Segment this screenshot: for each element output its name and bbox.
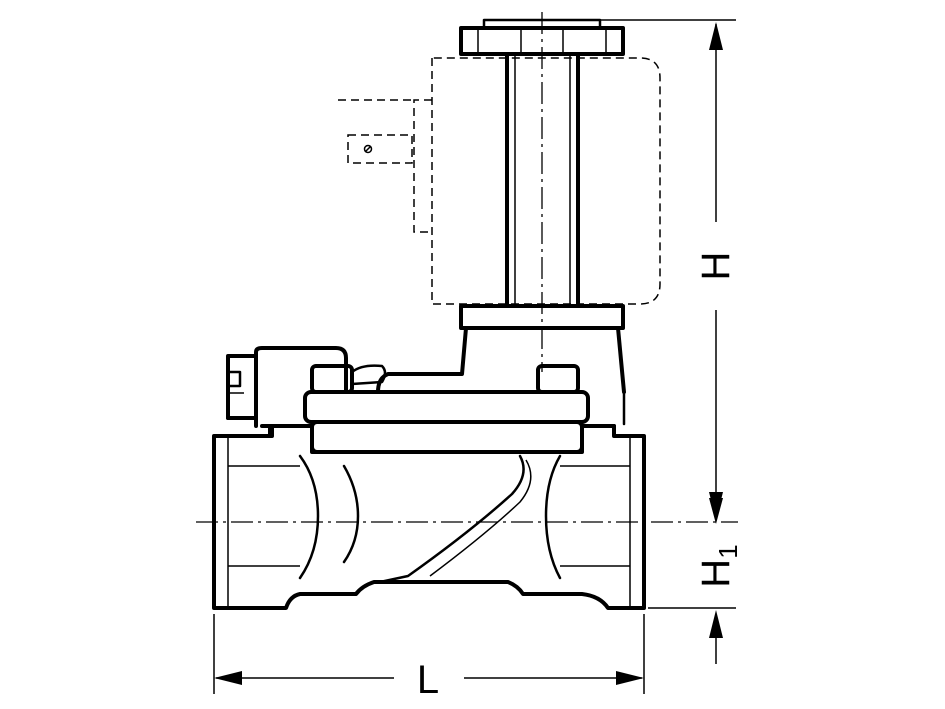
bonnet-neck [376,326,626,426]
dimension-l-label: L [417,658,439,702]
center-lines [196,12,738,523]
valve-body [212,424,646,610]
dimension-h1-label: H1 [694,544,743,587]
dimension-h1 [709,498,723,664]
armature-tube [505,52,580,308]
connector-terminal [347,134,413,164]
dimension-h-label: H [694,252,738,281]
extension-lines [213,19,736,694]
coil-outline [338,57,661,305]
dimension-l [214,671,644,685]
